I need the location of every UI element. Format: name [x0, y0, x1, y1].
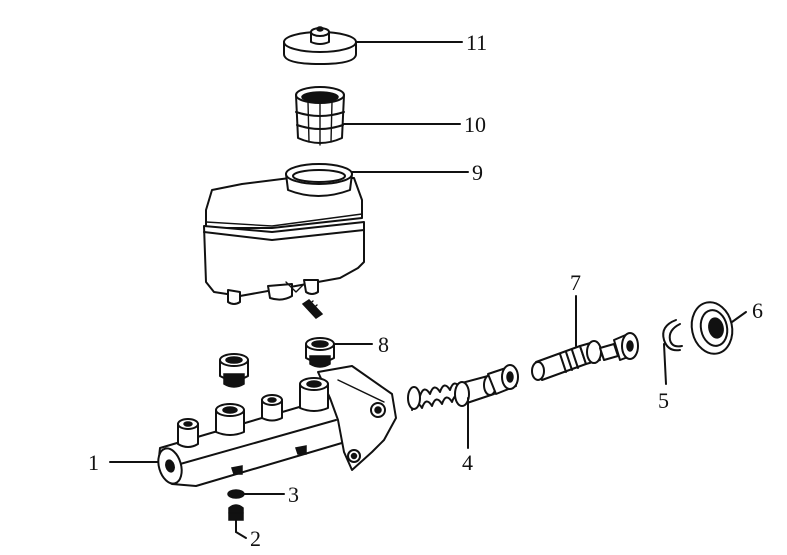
- callout-10: 10: [464, 112, 486, 137]
- reservoir-grommet-right: [305, 337, 335, 368]
- master-cylinder-body: [157, 365, 397, 487]
- callout-8: 8: [378, 332, 389, 357]
- primary-piston-assembly: [531, 332, 639, 381]
- rear-seal-ring: [690, 301, 734, 355]
- reservoir-strainer: [295, 86, 345, 146]
- reservoir-cap: [283, 26, 357, 65]
- callout-5: 5: [658, 388, 669, 413]
- callout-2: 2: [250, 526, 261, 550]
- reservoir-grommet-left: [219, 353, 249, 388]
- callout-labels: 11 10 9 8 7 6 5 4 3 2 1: [88, 30, 763, 551]
- snap-ring: [662, 319, 683, 352]
- callout-1: 1: [88, 450, 99, 475]
- leader-lines: [109, 41, 747, 539]
- callout-4: 4: [462, 450, 473, 475]
- secondary-piston-assembly: [407, 364, 519, 411]
- leader-6: [731, 311, 747, 323]
- fluid-reservoir: [203, 163, 365, 305]
- retaining-pin: [301, 299, 324, 319]
- callout-9: 9: [472, 160, 483, 185]
- callout-11: 11: [466, 30, 487, 55]
- callout-7: 7: [570, 270, 581, 295]
- bleed-screw: [228, 504, 244, 533]
- callout-6: 6: [752, 298, 763, 323]
- leader-5: [663, 343, 667, 385]
- callout-3: 3: [288, 482, 299, 507]
- seal-washer: [227, 489, 245, 499]
- leader-2: [235, 531, 247, 539]
